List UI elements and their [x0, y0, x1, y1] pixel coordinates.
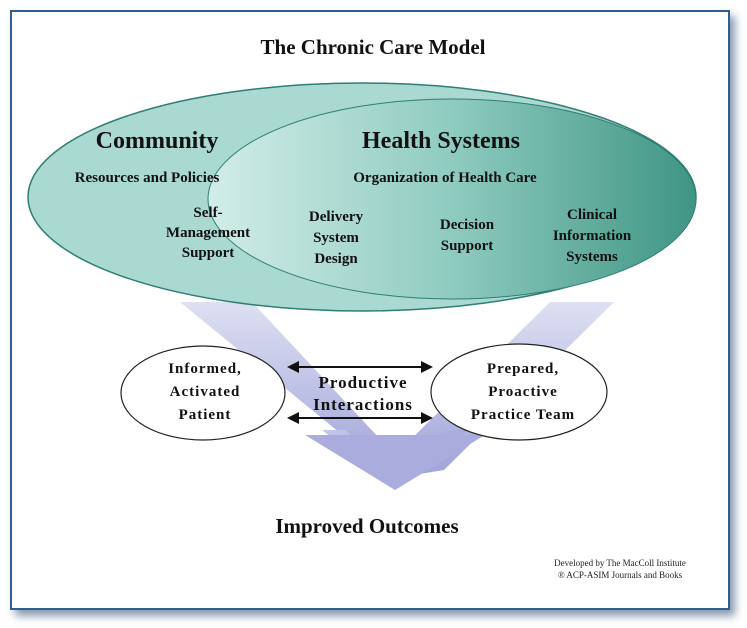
health-systems-subheading: Organization of Health Care [353, 170, 537, 186]
svg-text:Management: Management [166, 225, 250, 241]
svg-text:Support: Support [441, 238, 494, 254]
health-systems-heading: Health Systems [362, 128, 520, 154]
interaction-arrows [287, 361, 433, 424]
improved-outcomes-label: Improved Outcomes [275, 514, 458, 538]
self-management-support-label: Self- Management Support [166, 205, 250, 261]
svg-text:Self-: Self- [193, 205, 222, 221]
svg-text:® ACP-ASIM Journals and Books: ® ACP-ASIM Journals and Books [558, 570, 683, 580]
credit-text: Developed by The MacColl Institute ® ACP… [554, 558, 686, 580]
practice-team-label: Prepared, Proactive Practice Team [471, 361, 575, 423]
svg-text:Clinical: Clinical [567, 207, 617, 223]
community-subheading: Resources and Policies [75, 170, 220, 186]
svg-text:Productive: Productive [318, 373, 407, 392]
delivery-system-design-label: Delivery System Design [309, 209, 364, 267]
svg-text:Support: Support [182, 245, 235, 261]
svg-text:Informed,: Informed, [168, 361, 242, 377]
svg-text:Practice Team: Practice Team [471, 407, 575, 423]
svg-text:Systems: Systems [566, 249, 618, 265]
diagram-title: The Chronic Care Model [261, 35, 486, 59]
productive-interactions-label: Productive Interactions [313, 373, 413, 414]
svg-text:Delivery: Delivery [309, 209, 364, 225]
svg-text:Prepared,: Prepared, [487, 361, 559, 377]
svg-text:Information: Information [553, 228, 632, 244]
practice-team-ellipse [430, 343, 608, 441]
svg-text:Decision: Decision [440, 217, 495, 233]
clinical-information-systems-label: Clinical Information Systems [553, 207, 632, 265]
svg-text:Proactive: Proactive [488, 384, 558, 400]
svg-text:Design: Design [314, 251, 358, 267]
svg-text:Patient: Patient [179, 407, 232, 423]
decision-support-label: Decision Support [440, 217, 495, 254]
svg-text:Activated: Activated [170, 384, 241, 400]
svg-text:Developed by The MacColl Insti: Developed by The MacColl Institute [554, 558, 686, 568]
community-heading: Community [96, 128, 219, 154]
svg-text:System: System [313, 230, 359, 246]
svg-text:Interactions: Interactions [313, 395, 413, 414]
patient-ellipse [120, 345, 286, 441]
patient-label: Informed, Activated Patient [168, 361, 242, 423]
health-systems-ellipse [207, 98, 697, 300]
